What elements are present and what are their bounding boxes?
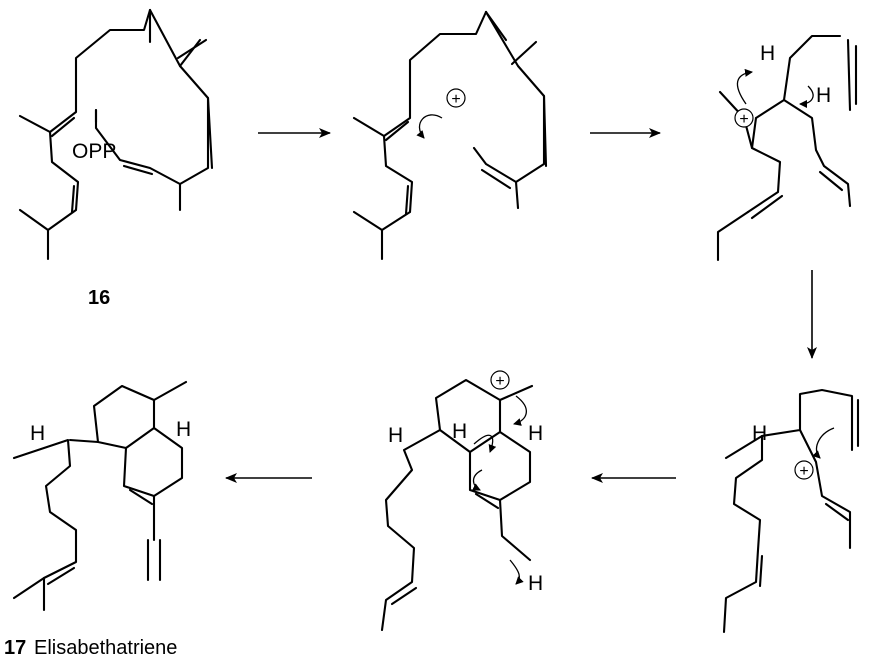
h-atom-3: H: [752, 422, 767, 445]
h-atom-1: H: [760, 42, 775, 65]
h-atom-9: H: [176, 418, 191, 441]
structure-bicyclic-cation: H H H H +: [380, 370, 543, 632]
h-atom-4: H: [388, 424, 403, 447]
structure-cyclized-cation: H H +: [716, 34, 858, 262]
compound-17-name: Elisabethatriene: [34, 637, 177, 659]
h-atom-7: H: [528, 572, 543, 595]
charge-sign: +: [495, 373, 504, 390]
h-atom-5: H: [452, 420, 467, 443]
structure-elisabethatriene: H H: [12, 380, 191, 612]
charge-sign: +: [739, 111, 748, 128]
h-atom-8: H: [30, 422, 45, 445]
structure-shifted-cation: H +: [722, 388, 860, 634]
charge-sign: +: [451, 91, 460, 108]
compound-17-number: 17: [4, 637, 26, 659]
compound-16-label: 16: [88, 287, 110, 309]
charge-sign: +: [799, 463, 808, 480]
h-atom-6: H: [528, 422, 543, 445]
structure-allylic-cation: +: [352, 10, 548, 261]
structure-ggpp: OPP: [18, 8, 214, 261]
opp-label: OPP: [72, 140, 116, 163]
h-atom-2: H: [816, 84, 831, 107]
